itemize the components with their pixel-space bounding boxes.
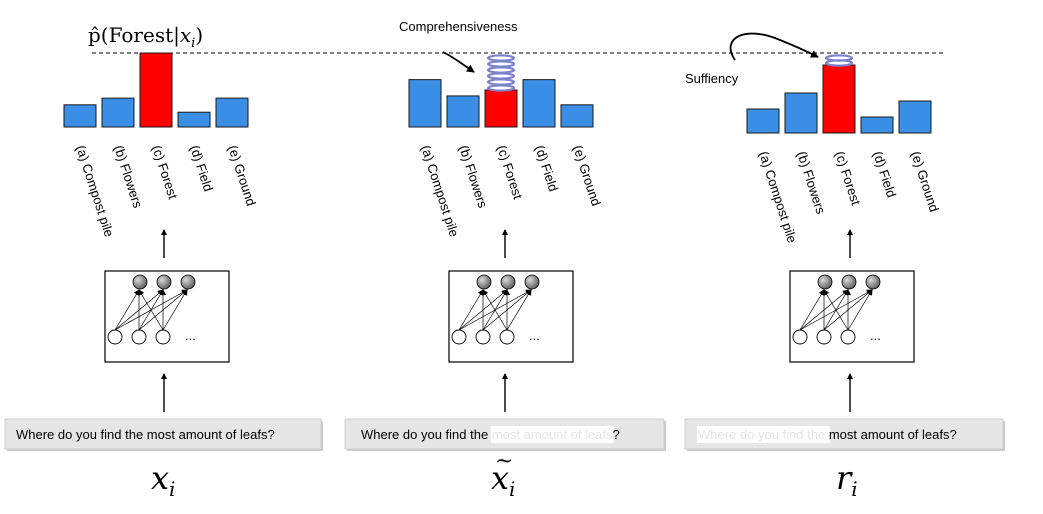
hidden-node bbox=[156, 274, 172, 290]
hidden-node bbox=[180, 274, 196, 290]
category-label: (d) Field bbox=[870, 149, 899, 199]
input-node bbox=[131, 329, 147, 345]
neural-network-box: ... bbox=[448, 270, 574, 363]
category-label: (e) Ground bbox=[908, 149, 942, 213]
hidden-node bbox=[524, 274, 540, 290]
ellipsis-label: ... bbox=[870, 328, 881, 343]
comprehensiveness-arrow bbox=[442, 51, 475, 73]
spring-coil-icon bbox=[824, 54, 854, 67]
bar-b bbox=[446, 95, 480, 128]
hidden-node bbox=[865, 274, 881, 290]
input-node bbox=[792, 329, 808, 345]
panel-x-tilde: (a) Compost pile(b) Flowers(c) Forest(d)… bbox=[344, 54, 666, 501]
bar-c bbox=[822, 64, 856, 134]
svg-text:~: ~ bbox=[495, 449, 513, 474]
hidden-node bbox=[476, 274, 492, 290]
hidden-node bbox=[500, 274, 516, 290]
input-node bbox=[451, 329, 467, 345]
category-label: (d) Field bbox=[532, 143, 561, 193]
ellipsis-label: ... bbox=[185, 328, 196, 343]
probability-label: p̂(Forest|xi) bbox=[88, 23, 203, 51]
bar-d bbox=[177, 111, 211, 128]
variable-label-ri: ri bbox=[836, 459, 858, 501]
sufficiency-arrow bbox=[729, 32, 819, 61]
query-box: Where do you find the most amount of lea… bbox=[684, 418, 1005, 451]
category-label: (b) Flowers bbox=[111, 143, 146, 210]
bar-c bbox=[139, 52, 173, 128]
input-node bbox=[499, 329, 515, 345]
svg-text:ri: ri bbox=[836, 459, 858, 501]
category-label: (a) Compost pile bbox=[73, 143, 117, 238]
sufficiency-label: Suffiency bbox=[685, 71, 739, 86]
hidden-node bbox=[841, 274, 857, 290]
query-box: Where do you find the most amount of lea… bbox=[344, 418, 666, 451]
input-node bbox=[816, 329, 832, 345]
category-label: (e) Ground bbox=[225, 143, 259, 207]
input-node bbox=[475, 329, 491, 345]
variable-label-xi: xi bbox=[151, 459, 175, 501]
panel-xi: (a) Compost pile(b) Flowers(c) Forest(d)… bbox=[4, 52, 323, 501]
query-text: Where do you find the most amount of lea… bbox=[16, 427, 275, 442]
category-label: (d) Field bbox=[187, 143, 216, 193]
query-text: Where do you find the most amount of lea… bbox=[698, 427, 957, 442]
hidden-node bbox=[132, 274, 148, 290]
input-node bbox=[107, 329, 123, 345]
bar-a bbox=[408, 79, 442, 128]
bar-b bbox=[101, 97, 135, 128]
input-node bbox=[155, 329, 171, 345]
comprehensiveness-label: Comprehensiveness bbox=[399, 19, 518, 34]
bar-d bbox=[860, 116, 894, 134]
bar-d bbox=[522, 79, 556, 128]
variable-label-x-tilde: xi~ bbox=[491, 449, 515, 501]
input-node bbox=[840, 329, 856, 345]
ellipsis-label: ... bbox=[529, 328, 540, 343]
panel-ri: (a) Compost pile(b) Flowers(c) Forest(d)… bbox=[684, 54, 1005, 501]
category-label: (e) Ground bbox=[570, 143, 604, 207]
bar-b bbox=[784, 92, 818, 134]
bar-e bbox=[560, 104, 594, 128]
bar-e bbox=[215, 97, 249, 128]
spring-coil-icon bbox=[486, 54, 516, 92]
hidden-node bbox=[817, 274, 833, 290]
category-label: (c) Forest bbox=[149, 143, 181, 201]
bar-a bbox=[63, 104, 97, 128]
query-box: Where do you find the most amount of lea… bbox=[4, 418, 323, 451]
category-label: (b) Flowers bbox=[456, 143, 491, 210]
category-label: (c) Forest bbox=[832, 149, 864, 207]
category-label: (a) Compost pile bbox=[418, 143, 462, 238]
neural-network-box: ... bbox=[104, 270, 230, 363]
category-label: (b) Flowers bbox=[794, 149, 829, 216]
bar-e bbox=[898, 100, 932, 134]
category-label: (a) Compost pile bbox=[756, 149, 800, 244]
bar-a bbox=[746, 108, 780, 134]
query-text: Where do you find the most amount of lea… bbox=[361, 427, 620, 442]
neural-network-box: ... bbox=[789, 270, 915, 363]
category-label: (c) Forest bbox=[494, 143, 526, 201]
svg-text:xi: xi bbox=[151, 459, 175, 501]
bar-c bbox=[484, 89, 518, 128]
svg-text:xi: xi bbox=[491, 459, 515, 501]
